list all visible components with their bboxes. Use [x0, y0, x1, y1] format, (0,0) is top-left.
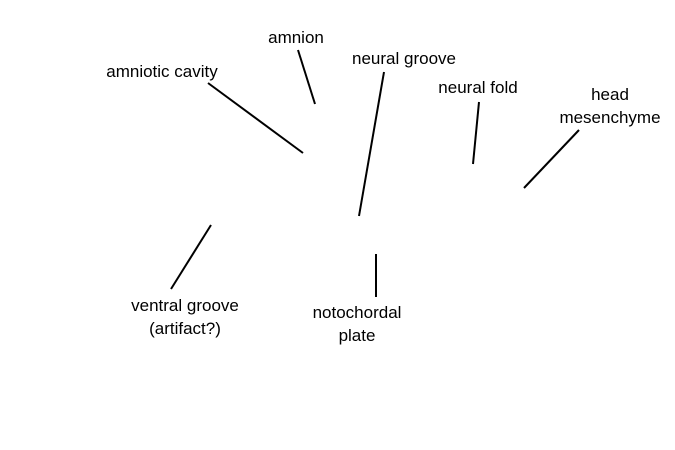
neural-fold-leader-line — [472, 101, 480, 165]
amniotic-cavity-label-text: amniotic cavity — [106, 62, 218, 81]
neural-fold-label: neural fold — [427, 76, 529, 99]
head-mesenchyme-label-line-1: head — [591, 85, 629, 104]
neural-groove-label-text: neural groove — [352, 49, 456, 68]
neural-groove-leader-line — [358, 71, 385, 217]
amniotic-cavity-leader-line — [207, 82, 304, 154]
head-mesenchyme-label: head mesenchyme — [547, 83, 673, 129]
head-mesenchyme-leader-line — [523, 129, 580, 189]
amnion-label: amnion — [255, 26, 337, 49]
ventral-groove-label-line-1: ventral groove — [131, 296, 239, 315]
ventral-groove-leader-line — [170, 224, 212, 290]
neural-groove-label: neural groove — [338, 47, 470, 70]
amnion-leader-line — [297, 49, 316, 105]
ventral-groove-label-line-2: (artifact?) — [149, 319, 221, 338]
amniotic-cavity-label: amniotic cavity — [92, 60, 232, 83]
notochordal-plate-label-line-2: plate — [338, 326, 376, 345]
ventral-groove-label: ventral groove (artifact?) — [112, 294, 258, 340]
neural-fold-label-text: neural fold — [438, 78, 518, 97]
notochordal-plate-label: notochordal plate — [297, 301, 417, 347]
amnion-label-text: amnion — [268, 28, 324, 47]
head-mesenchyme-label-line-2: mesenchyme — [559, 108, 661, 127]
notochordal-plate-label-line-1: notochordal — [312, 303, 402, 322]
